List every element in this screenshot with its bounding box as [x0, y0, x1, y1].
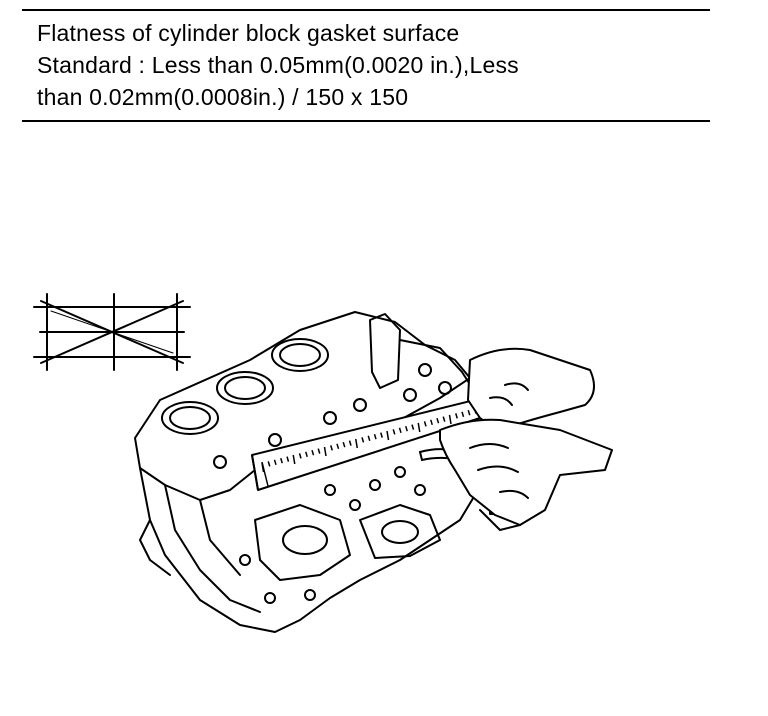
top-rule	[22, 9, 710, 11]
ruler-tick	[411, 424, 415, 430]
ruler-tick	[392, 429, 396, 435]
ruler-tick	[317, 448, 321, 454]
ruler-tick	[336, 443, 340, 450]
ruler-tick	[330, 445, 333, 451]
ruler-tick	[267, 461, 271, 467]
ruler-tick	[405, 425, 408, 432]
ruler-tick	[286, 456, 290, 462]
ruler-tick	[461, 411, 465, 418]
ruler-tick	[361, 437, 365, 443]
ruler-tick	[430, 419, 433, 426]
bottom-rule	[22, 120, 710, 122]
hand-lower	[439, 418, 613, 526]
ruler-tick	[467, 409, 471, 416]
ruler-tick	[417, 422, 421, 433]
ruler-tick	[367, 435, 371, 442]
ruler-tick	[348, 440, 352, 446]
measurement-pattern-icon	[33, 293, 191, 371]
ruler-tick	[386, 430, 390, 441]
spec-title: Flatness of cylinder block gasket surfac…	[37, 20, 460, 46]
spec-standard-line: Standard : Less than 0.05mm(0.0020 in.),…	[37, 52, 519, 78]
ruler-tick	[280, 457, 283, 464]
ruler-tick	[380, 432, 383, 438]
hand-upper	[467, 347, 595, 428]
ruler-tick	[311, 449, 315, 456]
ruler-tick	[442, 416, 446, 422]
ruler-tick	[423, 421, 427, 427]
ruler-tick	[298, 453, 302, 459]
ruler-tick	[273, 459, 277, 466]
ruler-tick	[323, 446, 327, 457]
ruler-tick	[448, 414, 452, 425]
ruler-tick	[373, 433, 377, 440]
ruler-tick	[261, 462, 265, 473]
ruler-tick	[455, 413, 458, 419]
ruler-tick	[355, 438, 358, 449]
ruler-tick	[342, 441, 346, 448]
ruler-tick	[398, 427, 402, 434]
ruler-tick	[305, 451, 308, 458]
spec-standard-continuation: than 0.02mm(0.0008in.) / 150 x 150	[37, 84, 409, 110]
ruler-tick	[436, 417, 440, 424]
ruler-tick	[292, 454, 296, 465]
flatness-spec-block: Flatness of cylinder block gasket surfac…	[37, 17, 697, 113]
